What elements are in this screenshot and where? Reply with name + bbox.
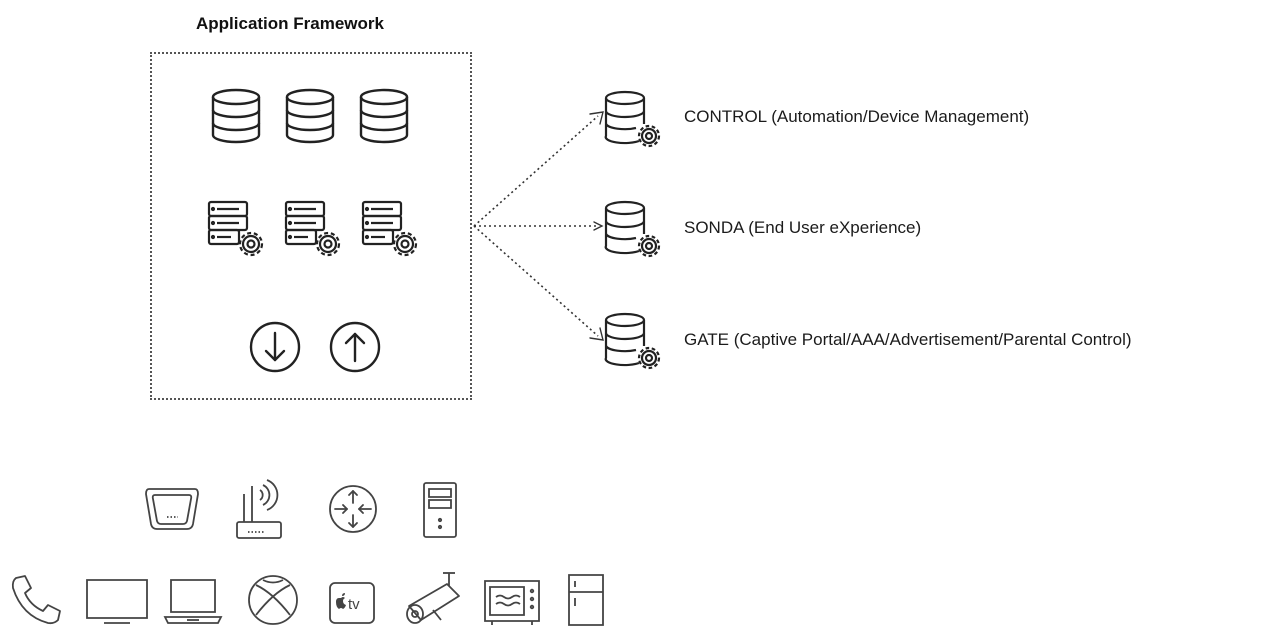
database-icon (358, 88, 410, 144)
service-label-sonda: SONDA (End User eXperience) (684, 218, 922, 237)
service-label-control: CONTROL (Automation/Device Management) (684, 107, 1030, 126)
server-gear-icon (207, 200, 269, 262)
connector-line-control (473, 115, 599, 227)
apple-tv-label: tv (348, 596, 360, 613)
server-gear-icon (361, 200, 423, 262)
server-gear-icon (284, 200, 346, 262)
refrigerator-icon (566, 572, 606, 626)
apple-tv-icon: tv (327, 580, 377, 626)
network-router-icon (327, 483, 379, 535)
download-arrow-icon (248, 320, 302, 374)
connector-line-gate (473, 225, 599, 337)
arrowhead-gate (589, 327, 604, 341)
application-framework-box (150, 52, 472, 400)
phone-icon (10, 574, 62, 626)
database-gear-icon (603, 312, 667, 374)
wifi-router-icon (234, 476, 286, 542)
upload-arrow-icon (328, 320, 382, 374)
security-camera-icon (399, 570, 463, 628)
arrowhead-sonda (593, 221, 604, 231)
framework-title: Application Framework (196, 14, 384, 33)
database-icon (210, 88, 262, 144)
xbox-icon (246, 573, 300, 627)
service-label-gate: GATE (Captive Portal/AAA/Advertisement/P… (684, 330, 1132, 349)
tv-icon (84, 577, 150, 625)
server-tower-icon (421, 480, 459, 540)
database-gear-icon (603, 200, 667, 262)
database-gear-icon (603, 90, 667, 152)
microwave-icon (482, 578, 542, 626)
database-icon (284, 88, 336, 144)
arrowhead-control (589, 111, 604, 125)
laptop-icon (162, 577, 224, 625)
modem-icon (143, 486, 201, 532)
